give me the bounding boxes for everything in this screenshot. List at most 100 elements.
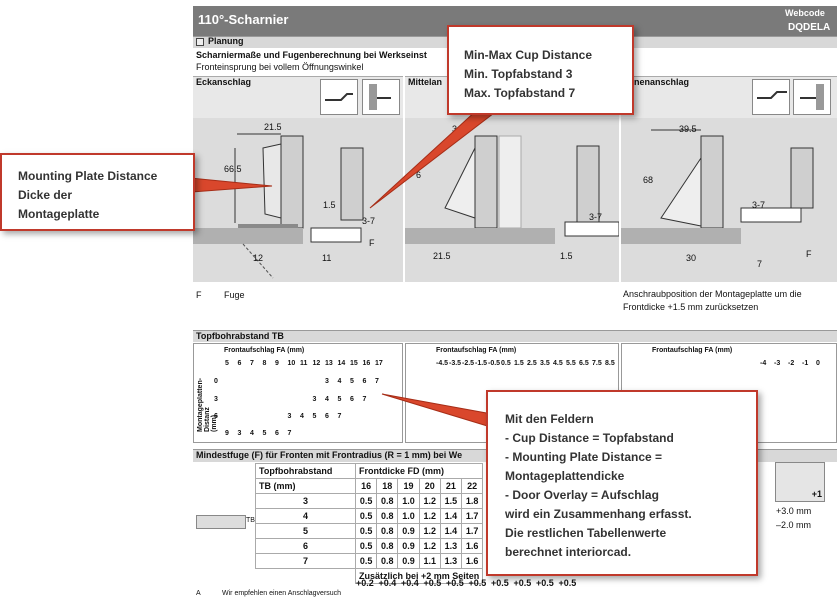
mt-extra-value: +0.5: [423, 578, 442, 588]
right-plus: +3.0 mm: [776, 506, 812, 516]
row-label-6: 6: [214, 413, 218, 420]
diagram-eckanschlag: [193, 118, 403, 282]
footnote-anschraubposition: Anschraubposition der Montageplatte um d…: [623, 289, 802, 312]
topf-col-header: 16: [362, 360, 371, 367]
topf-fa-label-right: Frontaufschlag FA (mm): [652, 347, 733, 354]
topf-col-header: 7.5: [592, 360, 602, 367]
topf-col-header: 10: [287, 360, 296, 367]
section-label-innen: nenanschlag: [634, 77, 690, 87]
tb-mark: TB: [246, 517, 255, 524]
topf-cell: 4: [250, 430, 254, 437]
dim-eck-1-5: 1.5: [323, 200, 336, 210]
mt-extra-value: +0.4: [401, 578, 419, 588]
topf-col-header: 5: [225, 360, 229, 367]
topf-col-header: 9: [275, 360, 279, 367]
topf-cell: 7: [362, 396, 367, 403]
topf-cell: 9: [225, 430, 229, 437]
topf-cell: 6: [325, 413, 329, 420]
topf-col-header: 1.5: [514, 360, 524, 367]
hinge-inset-corner-thumbnail-icon: [793, 79, 831, 115]
topf-col-header: 3.5: [540, 360, 550, 367]
section-label-mittel: Mittelan: [408, 77, 443, 87]
topf-col-header: -3: [774, 360, 781, 367]
dim-mittel-1-5: 1.5: [560, 251, 573, 261]
bottom-key: A: [196, 590, 201, 597]
mt-extra-value: +0.5: [468, 578, 487, 588]
callout-fields: Mit den Feldern - Cup Distance = Topfabs…: [486, 390, 758, 576]
topf-cell: 3: [325, 378, 329, 385]
topf-fa-label-mid: Frontaufschlag FA (mm): [436, 347, 517, 354]
topf-col-header: 6.5: [579, 360, 589, 367]
dim-eck-12: 12: [253, 253, 264, 263]
topf-col-header: -2.5: [462, 360, 475, 367]
topf-cell: 3: [287, 413, 292, 420]
topf-cell: 7: [287, 430, 292, 437]
dim-innen-39-5: 39.5: [679, 124, 697, 134]
mt-extra-value: +0.5: [491, 578, 509, 588]
topf-col-header: 6: [237, 360, 242, 367]
topf-title: Topfbohrabstand TB: [196, 331, 284, 341]
callout-fields-line-1: Mit den Feldern: [505, 412, 594, 426]
dim-innen-68: 68: [643, 175, 654, 185]
topf-cell: 7: [337, 413, 342, 420]
topf-col-header: -3.5: [449, 360, 462, 367]
dim-eck-3-7: 3-7: [362, 216, 376, 226]
tb-schematic: [196, 515, 246, 529]
webcode-label: Webcode: [785, 8, 825, 18]
dim-mittel-6: 6: [416, 170, 422, 180]
topf-cell: 6: [362, 378, 367, 385]
planning-checkbox-icon: [196, 38, 204, 46]
front-radius-icon-label: +1: [811, 489, 822, 499]
callout-cup-line-2: Min. Topfabstand 3: [464, 67, 573, 81]
topf-cell: 7: [375, 378, 379, 385]
topf-cell: 3: [312, 396, 317, 403]
hinge-inset-thumbnail-icon: [752, 79, 790, 115]
mt-extra-value: +0.5: [446, 578, 464, 588]
callout-cup-line-1: Min-Max Cup Distance: [464, 48, 593, 62]
callout-mounting-plate: Mounting Plate Distance Dicke der Montag…: [0, 153, 195, 231]
topf-cell: 4: [337, 378, 342, 385]
dim-eck-66-5: 66.5: [224, 164, 242, 174]
planning-line-2: Fronteinsprung bei vollem Öffnungswinkel: [196, 62, 364, 72]
dim-innen-f: F: [806, 249, 812, 259]
hinge-thumbnail-icon: [320, 79, 358, 115]
callout-fields-line-7: Die restlichen Tabellenwerte: [505, 526, 667, 540]
row-label-0: 0: [214, 378, 218, 385]
hinge-corner-thumbnail-icon: [362, 79, 400, 115]
topf-fa-label-left: Frontaufschlag FA (mm): [224, 347, 305, 354]
topf-cell: 5: [262, 430, 267, 437]
dim-mittel-3-7: 3-7: [589, 212, 603, 222]
mt-extra-label: Zusätzlich bei +2 mm Seiten: [354, 568, 484, 584]
topf-col-header: -4.5: [436, 360, 449, 367]
topf-col-header: -2: [788, 360, 795, 367]
dim-mittel-21-5: 21.5: [433, 251, 451, 261]
topf-cell: 6: [350, 396, 354, 403]
dim-mittel-3: 3: [452, 124, 458, 134]
footnote-key-f: F: [196, 290, 202, 300]
callout-fields-line-4: Montageplattendicke: [505, 469, 625, 483]
callout-fields-line-3: - Mounting Plate Distance =: [505, 450, 663, 464]
topf-cell: 4: [300, 413, 304, 420]
callout-cup-line-3: Max. Topfabstand 7: [464, 86, 576, 100]
topf-col-header: -4: [760, 360, 767, 367]
bottom-note: Wir empfehlen einen Anschlagversuch: [222, 590, 342, 597]
callout-plate-line-3: Montageplatte: [18, 207, 100, 221]
topf-bar: [193, 330, 837, 342]
topf-col-header: 12: [312, 360, 321, 367]
dim-eck-11: 11: [322, 253, 332, 263]
document-title: 110°-Scharnier: [198, 12, 289, 27]
topf-col-header: 0.5: [501, 360, 511, 367]
topf-col-header: 2.5: [527, 360, 537, 367]
callout-plate-line-2: Dicke der: [18, 188, 73, 202]
dim-innen-30: 30: [686, 253, 697, 263]
mindest-title: Mindestfuge (F) für Fronten mit Frontrad…: [196, 450, 463, 460]
topf-col-header: 7: [250, 360, 254, 367]
dim-eck-f: F: [369, 238, 375, 248]
section-label-eck: Eckanschlag: [196, 77, 252, 87]
mt-tb-value: 7: [255, 553, 356, 569]
footnote-fuge: Fuge: [224, 290, 245, 300]
